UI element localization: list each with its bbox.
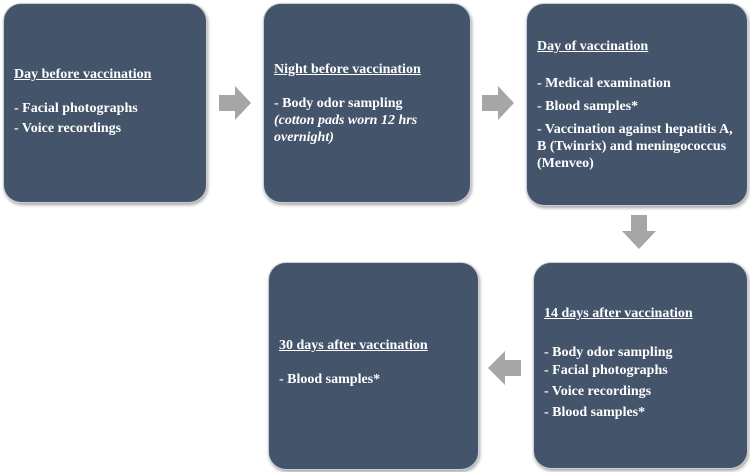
step-item: - Facial photographs [14,101,138,116]
step-item: - Blood samples* [279,372,381,387]
arrow-right-icon [482,86,514,120]
step-box-14-days-after-vaccination: 14 days after vaccination - Body odor sa… [533,262,748,469]
step-title: 14 days after vaccination [544,306,693,321]
step-items: - Facial photographs - Voice recordings [14,100,196,137]
step-item: - Blood samples* [537,99,639,114]
step-item: - Voice recordings [14,121,122,136]
step-item: - Vaccination against hepatitis A, B (Tw… [537,122,733,171]
step-title: Day before vaccination [14,67,152,82]
step-title: Day of vaccination [537,39,649,54]
step-box-night-before-vaccination: Night before vaccination - Body odor sam… [263,3,471,203]
arrow-down-icon [622,215,656,249]
step-title: 30 days after vaccination [279,338,428,353]
step-title: Night before vaccination [274,62,421,77]
step-box-day-of-vaccination: Day of vaccination - Medical examination… [526,3,748,206]
step-items: - Blood samples* [279,371,468,388]
step-box-30-days-after-vaccination: 30 days after vaccination - Blood sample… [268,262,479,470]
step-items: - Body odor sampling - Facial photograph… [544,344,737,421]
step-item: - Blood samples* [544,405,646,420]
arrow-left-icon [488,351,521,385]
arrow-right-icon [219,86,251,120]
step-box-day-before-vaccination: Day before vaccination - Facial photogra… [3,3,207,203]
step-item: - Medical examination [537,76,671,91]
step-item: - Facial photographs [544,363,668,378]
step-items: - Body odor sampling [274,95,460,112]
step-note: (cotton pads worn 12 hrs overnight) [274,113,418,145]
step-item: - Voice recordings [544,384,652,399]
step-items: - Medical examination - Blood samples* -… [537,75,737,172]
step-item: - Body odor sampling [274,96,403,111]
step-item: - Body odor sampling [544,345,673,360]
